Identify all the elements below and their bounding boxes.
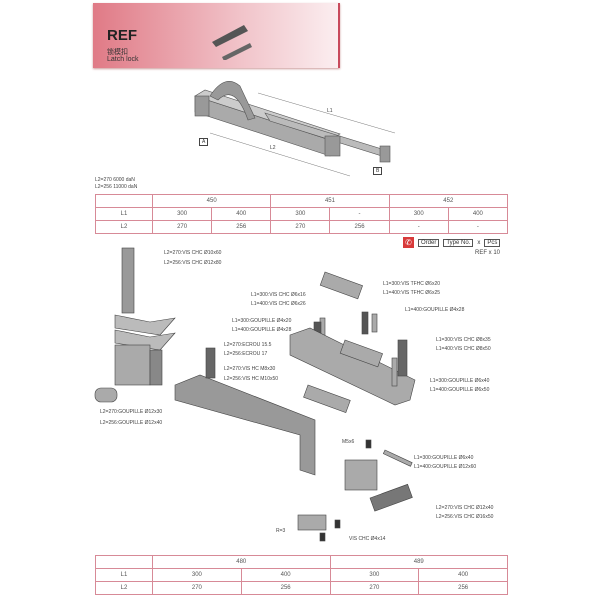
part-label: L1=400:GOUPILLE Ø6x50 xyxy=(430,387,490,393)
cell: 300 xyxy=(388,207,449,221)
table-row: 480 489 xyxy=(95,555,508,569)
cell: 256 xyxy=(418,581,508,595)
part-label: L1=300:VIS CHC Ø8x35 xyxy=(436,337,491,343)
cell: 270 xyxy=(151,220,213,234)
part-label: L1=400:VIS CHC Ø8x50 xyxy=(436,346,491,352)
point-a-label: A xyxy=(199,138,209,146)
exploded-view xyxy=(94,247,416,542)
order-box: Order xyxy=(418,238,440,247)
title-english: Latch lock xyxy=(107,56,139,63)
part-label: L2=270:VIS CHC Ø12x40 xyxy=(436,505,494,511)
cell: 270 xyxy=(329,581,420,595)
row-label: L2 xyxy=(95,581,153,595)
part-label: L1=300:GOUPILLE Ø4x20 xyxy=(232,318,292,324)
order-example: REF x 10 xyxy=(475,250,501,256)
part-label: L2=270:VIS CHC Ø10x60 xyxy=(164,250,222,256)
part-label: L1=300:VIS TFHC Ø6x20 xyxy=(383,281,441,287)
cell: 300 xyxy=(152,568,242,582)
cell: 256 xyxy=(329,220,390,234)
times-sign: x xyxy=(477,239,481,246)
row-label: L2 xyxy=(95,220,153,234)
latch-pin-image xyxy=(212,25,252,60)
load-line: L2=256 11000 daN xyxy=(95,184,138,190)
cell: - xyxy=(329,207,390,221)
dimension-l2: L2 xyxy=(270,145,276,151)
row-label: L1 xyxy=(95,568,153,582)
part-label: L1=400:GOUPILLE Ø12x60 xyxy=(414,464,477,470)
group-header: 450 xyxy=(151,194,272,208)
type-no-box: Type No. xyxy=(443,238,474,247)
group-header: 489 xyxy=(329,555,508,569)
cell: - xyxy=(447,220,509,234)
part-label: L2=256:GOUPILLE Ø12x40 xyxy=(100,420,163,426)
part-label: L1=400:GOUPILLE Ø4x28 xyxy=(405,307,465,313)
order-format: ✆ Order Type No. x Pcs xyxy=(403,237,501,248)
part-label: L2=256:VIS CHC Ø16x50 xyxy=(436,514,494,520)
cell: 400 xyxy=(211,207,272,221)
table-row: 450 451 452 xyxy=(95,194,509,208)
cell: 256 xyxy=(211,220,272,234)
cell: 270 xyxy=(152,581,242,595)
cell: 400 xyxy=(240,568,331,582)
part-label: L2=256:VIS HC M10x50 xyxy=(224,376,279,382)
phone-icon: ✆ xyxy=(403,237,414,248)
cell: 300 xyxy=(329,568,420,582)
cell: - xyxy=(388,220,449,234)
part-label: R=3 xyxy=(276,528,286,534)
assembly-drawing xyxy=(194,81,396,177)
row-label: L1 xyxy=(95,207,153,221)
header-banner: REF 锁模扣 Latch lock xyxy=(93,3,340,68)
cell: 300 xyxy=(151,207,213,221)
part-label: L2=256:VIS CHC Ø12x80 xyxy=(164,260,222,266)
part-label: L1=400:VIS TFHC Ø6x25 xyxy=(383,290,441,296)
part-label: L2=270:ECROU 15.5 xyxy=(224,342,272,348)
part-label: L2=256:ECROU 17 xyxy=(224,351,268,357)
part-label: L1=300:VIS CHC Ø6x16 xyxy=(251,292,306,298)
cell: 256 xyxy=(240,581,331,595)
cell: 300 xyxy=(270,207,331,221)
load-line: L2=270 6000 daN xyxy=(95,177,135,183)
dimension-l1: L1 xyxy=(327,108,333,114)
part-label: VIS CHC Ø4x14 xyxy=(349,536,386,542)
title-chinese: 锁模扣 xyxy=(107,49,128,56)
part-label: L1=300:GOUPILLE Ø6x40 xyxy=(430,378,490,384)
cell: 270 xyxy=(270,220,331,234)
part-label: L1=400:GOUPILLE Ø4x28 xyxy=(232,327,292,333)
ref-title: REF xyxy=(107,27,137,44)
pcs-box: Pcs xyxy=(484,238,501,247)
point-b-label: B xyxy=(373,167,383,175)
group-header: 480 xyxy=(152,555,331,569)
part-label: L1=400:VIS CHC Ø6x26 xyxy=(251,301,306,307)
part-label: L2=270:VIS HC M8x30 xyxy=(224,366,276,372)
cell: 400 xyxy=(418,568,508,582)
group-header: 452 xyxy=(388,194,509,208)
group-header: 451 xyxy=(270,194,390,208)
part-label: L1=300:GOUPILLE Ø6x40 xyxy=(414,455,474,461)
cell: 400 xyxy=(447,207,509,221)
part-label: M5x6 xyxy=(342,439,355,445)
part-label: L2=270:GOUPILLE Ø12x30 xyxy=(100,409,163,415)
